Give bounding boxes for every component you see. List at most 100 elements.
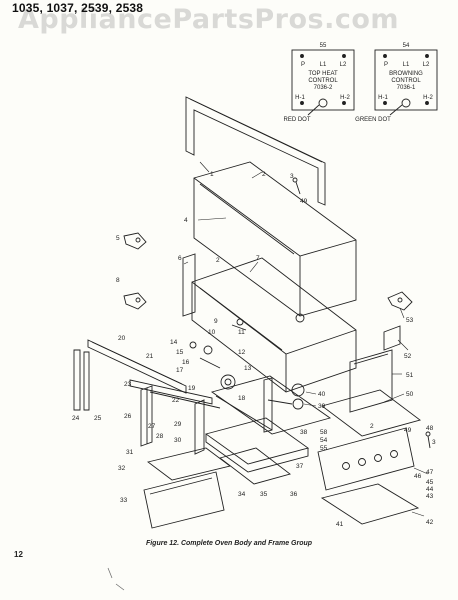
callout-47: 47: [426, 469, 434, 476]
callout-23: 23: [124, 381, 132, 388]
top-heat-h2: H-2: [340, 95, 350, 101]
top-heat-ref: 55: [320, 43, 327, 49]
callout-31: 31: [126, 449, 134, 456]
part-5-hinge: [123, 232, 147, 250]
callout-40: 40: [318, 391, 326, 398]
top-heat-term-p: P: [301, 62, 305, 68]
part-21-22-rails: [129, 379, 221, 409]
browning-part: 7036-1: [397, 85, 416, 91]
part-6-side-bracket: [182, 253, 196, 317]
callout-58: 58: [320, 429, 328, 436]
callout-26: 26: [124, 413, 132, 420]
model-numbers-header: 1035, 1037, 2539, 2538: [12, 1, 144, 15]
callout-46: 46: [414, 473, 422, 480]
callout-32: 32: [118, 465, 126, 472]
part-7-oven-body: [191, 257, 357, 393]
callout-38: 38: [300, 429, 308, 436]
callout-34: 34: [238, 491, 246, 498]
callout-29: 29: [174, 421, 182, 428]
callout-24: 24: [72, 415, 80, 422]
callout-1: 1: [210, 171, 214, 178]
callout-30: 30: [174, 437, 182, 444]
page-number: 12: [14, 550, 23, 559]
leader-lines: [183, 161, 429, 517]
top-heat-h1: H-1: [295, 95, 305, 101]
callout-13: 13: [244, 365, 252, 372]
callout-2c: 2: [370, 423, 374, 430]
figure-caption: Figure 12. Complete Oven Body and Frame …: [145, 540, 313, 547]
part-18-bottom-pan: [210, 375, 332, 435]
part-53-bracket: [387, 291, 413, 311]
callout-10: 10: [208, 329, 216, 336]
callout-12: 12: [238, 349, 246, 356]
browning-h1: H-1: [378, 95, 388, 101]
callout-43: 43: [426, 493, 434, 500]
part-4-upper-housing: [193, 161, 357, 317]
part-35-36-lower-pan: [204, 417, 310, 473]
part-8-hinge: [123, 292, 147, 310]
stray-marks: [107, 567, 125, 591]
callout-54: 54: [320, 437, 328, 444]
callout-52: 52: [404, 353, 412, 360]
callout-50: 50: [406, 391, 414, 398]
callout-21: 21: [146, 353, 154, 360]
browning-term-l1: L1: [403, 62, 410, 68]
part-41-42-bottom-cover: [320, 483, 420, 525]
callout-27: 27: [148, 423, 156, 430]
part-52-bracket: [383, 325, 401, 351]
part-31-32-frame: [146, 447, 232, 481]
callout-16: 16: [182, 359, 190, 366]
callout-44: 44: [426, 486, 434, 493]
browning-label-1: BROWNING: [389, 71, 423, 77]
part-33-front-panel: [143, 471, 225, 529]
watermark: AppliancePartsPros.com: [18, 4, 400, 35]
callout-35: 35: [260, 491, 268, 498]
callout-3a: 3: [290, 173, 294, 180]
callout-9: 9: [214, 318, 218, 325]
callout-8: 8: [116, 277, 120, 284]
callout-11: 11: [238, 329, 245, 336]
part-38-40-assembly: [263, 377, 305, 433]
part-25-strip: [83, 351, 90, 411]
callout-53: 53: [406, 317, 414, 324]
callout-5: 5: [116, 235, 120, 242]
callout-33: 33: [120, 497, 128, 504]
browning-term-p: P: [384, 62, 388, 68]
callout-51: 51: [406, 372, 414, 379]
part-1-rear-frame: [185, 96, 326, 206]
callout-36: 36: [290, 491, 298, 498]
callout-7: 7: [256, 255, 260, 262]
part-20-door-rail: [87, 339, 187, 394]
callout-17: 17: [176, 367, 184, 374]
callout-15: 15: [176, 349, 184, 356]
callout-14: 14: [170, 339, 178, 346]
part-50-plate: [320, 389, 422, 437]
callout-3b: 3: [432, 439, 436, 446]
callout-18: 18: [238, 395, 246, 402]
top-heat-term-l1: L1: [320, 62, 327, 68]
top-heat-label-1: TOP HEAT: [308, 71, 338, 77]
browning-term-l2: L2: [423, 62, 430, 68]
top-heat-part: 7036-2: [314, 85, 333, 91]
callout-22: 22: [172, 397, 180, 404]
callout-45: 45: [426, 479, 434, 486]
browning-label-2: CONTROL: [391, 78, 421, 84]
callout-49b: 49: [404, 427, 412, 434]
part-24-strip: [73, 349, 81, 411]
callout-55: 55: [320, 445, 328, 452]
top-heat-control-inset: [291, 49, 355, 116]
callout-25: 25: [94, 415, 102, 422]
part-43-47-control-panel: [317, 427, 415, 491]
part-29-30-upright: [194, 399, 205, 455]
callout-19: 19: [188, 385, 196, 392]
callout-20: 20: [118, 335, 126, 342]
callout-2a: 2: [262, 171, 266, 178]
browning-h2: H-2: [423, 95, 433, 101]
part-51-panel: [349, 349, 393, 413]
callout-2b: 2: [216, 257, 220, 264]
part-34-37-plates: [219, 447, 291, 485]
callout-42: 42: [426, 519, 434, 526]
callout-37: 37: [296, 463, 304, 470]
callout-48: 48: [426, 425, 434, 432]
